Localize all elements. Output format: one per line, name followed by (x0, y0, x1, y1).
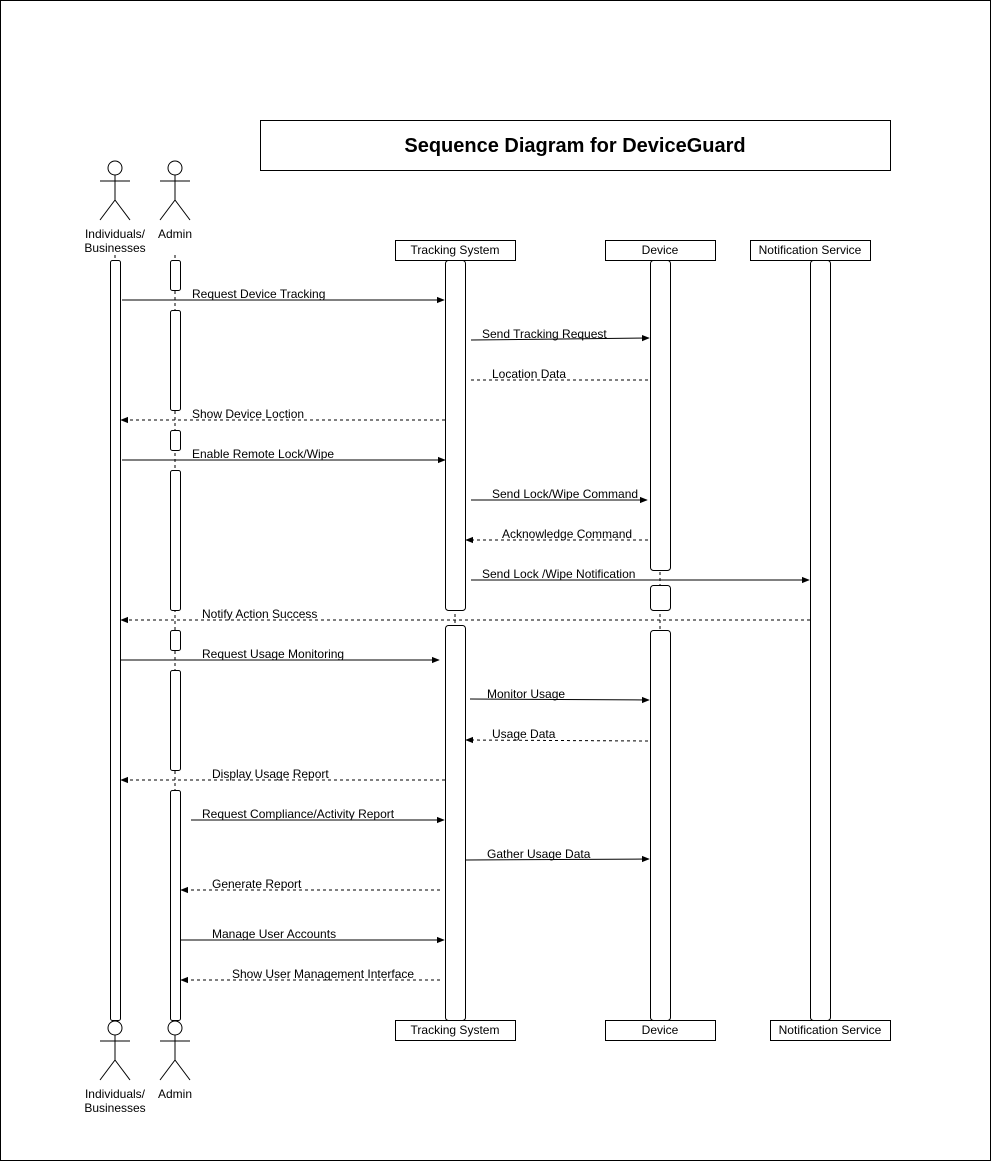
message-label: Manage User Accounts (212, 927, 336, 941)
diagram-title: Sequence Diagram for DeviceGuard (404, 135, 745, 157)
actor-head (167, 160, 183, 176)
actor-head (107, 1020, 123, 1036)
participant-label: Notification Service (779, 1023, 882, 1037)
actor-head (107, 160, 123, 176)
message-label: Gather Usage Data (487, 847, 591, 861)
participant-label: Tracking System (411, 243, 500, 257)
message: Acknowledge Command (465, 527, 648, 544)
participant-label: Tracking System (411, 1023, 500, 1037)
actor-admin-label: Admin (158, 227, 192, 241)
actor-admin-top: Admin (158, 160, 192, 241)
participant-device-bottom: Device (605, 1020, 716, 1041)
message: Display Usage Report (120, 767, 445, 784)
message: Usage Data (465, 727, 649, 744)
message: Manage User Accounts (181, 927, 445, 944)
message: Show User Management Interface (180, 967, 440, 984)
activation-tracking-system (445, 625, 466, 1021)
participant-label: Device (642, 1023, 679, 1037)
participant-notification-service-top: Notification Service (750, 240, 871, 261)
activation-admin (170, 670, 181, 771)
message: Monitor Usage (469, 687, 650, 704)
message: Gather Usage Data (465, 847, 650, 863)
activation-device (650, 585, 671, 611)
message-label: Send Lock /Wipe Notification (482, 567, 635, 581)
message-label: Show Device Loction (192, 407, 304, 421)
activation-admin (170, 470, 181, 611)
message-label: Show User Management Interface (232, 967, 414, 981)
message: Send Tracking Request (470, 327, 650, 342)
message: Request Compliance/Activity Report (191, 807, 445, 824)
actor-individuals-label-line2: Businesses (84, 1101, 145, 1115)
message: Enable Remote Lock/Wipe (122, 447, 446, 464)
message: Request Device Tracking (122, 287, 445, 304)
activation-admin (170, 260, 181, 291)
message: Notify Action Success (120, 607, 810, 624)
actor-admin-label: Admin (158, 1087, 192, 1101)
participant-notification-service-bottom: Notification Service (770, 1020, 891, 1041)
message-label: Request Device Tracking (192, 287, 325, 301)
message: Send Lock /Wipe Notification (471, 567, 810, 584)
actor-admin-bottom: Admin (158, 1020, 192, 1101)
activation-admin (170, 790, 181, 1021)
activation-device (650, 260, 671, 571)
actor-head (167, 1020, 183, 1036)
message-label: Acknowledge Command (502, 527, 632, 541)
message-label: Usage Data (492, 727, 556, 741)
activation-notification-service (810, 260, 831, 1021)
participant-tracking-system-top: Tracking System (395, 240, 516, 261)
message-label: Monitor Usage (487, 687, 565, 701)
actor-individuals-label-line1: Individuals/ (85, 227, 146, 241)
message: Request Usage Monitoring (121, 647, 440, 664)
message: Show Device Loction (120, 407, 445, 424)
activation-tracking-system (445, 260, 466, 611)
message-label: Send Lock/Wipe Command (492, 487, 638, 501)
message-label: Enable Remote Lock/Wipe (192, 447, 334, 461)
participant-label: Notification Service (759, 243, 862, 257)
message: Generate Report (180, 877, 440, 894)
title-box: Sequence Diagram for DeviceGuard (260, 120, 891, 171)
message-label: Notify Action Success (202, 607, 317, 621)
message-label: Request Usage Monitoring (202, 647, 344, 661)
participant-label: Device (642, 243, 679, 257)
title-border (260, 120, 891, 171)
actor-individuals-top: Individuals/ Businesses (84, 160, 146, 255)
message-label: Send Tracking Request (482, 327, 607, 341)
participant-device-top: Device (605, 240, 716, 261)
participant-tracking-system-bottom: Tracking System (395, 1020, 516, 1041)
activation-individuals (110, 260, 121, 1021)
actor-individuals-label-line1: Individuals/ (85, 1087, 146, 1101)
actor-individuals-bottom: Individuals/ Businesses (84, 1020, 146, 1115)
activation-admin (170, 630, 181, 651)
message-label: Location Data (492, 367, 566, 381)
message-label: Generate Report (212, 877, 302, 891)
activation-device (650, 630, 671, 1021)
actor-individuals-label-line2: Businesses (84, 241, 145, 255)
activation-admin (170, 310, 181, 411)
activation-admin (170, 430, 181, 451)
message-label: Request Compliance/Activity Report (202, 807, 395, 821)
message: Send Lock/Wipe Command (471, 487, 648, 504)
message-label: Display Usage Report (212, 767, 329, 781)
message: Location Data (471, 367, 648, 381)
